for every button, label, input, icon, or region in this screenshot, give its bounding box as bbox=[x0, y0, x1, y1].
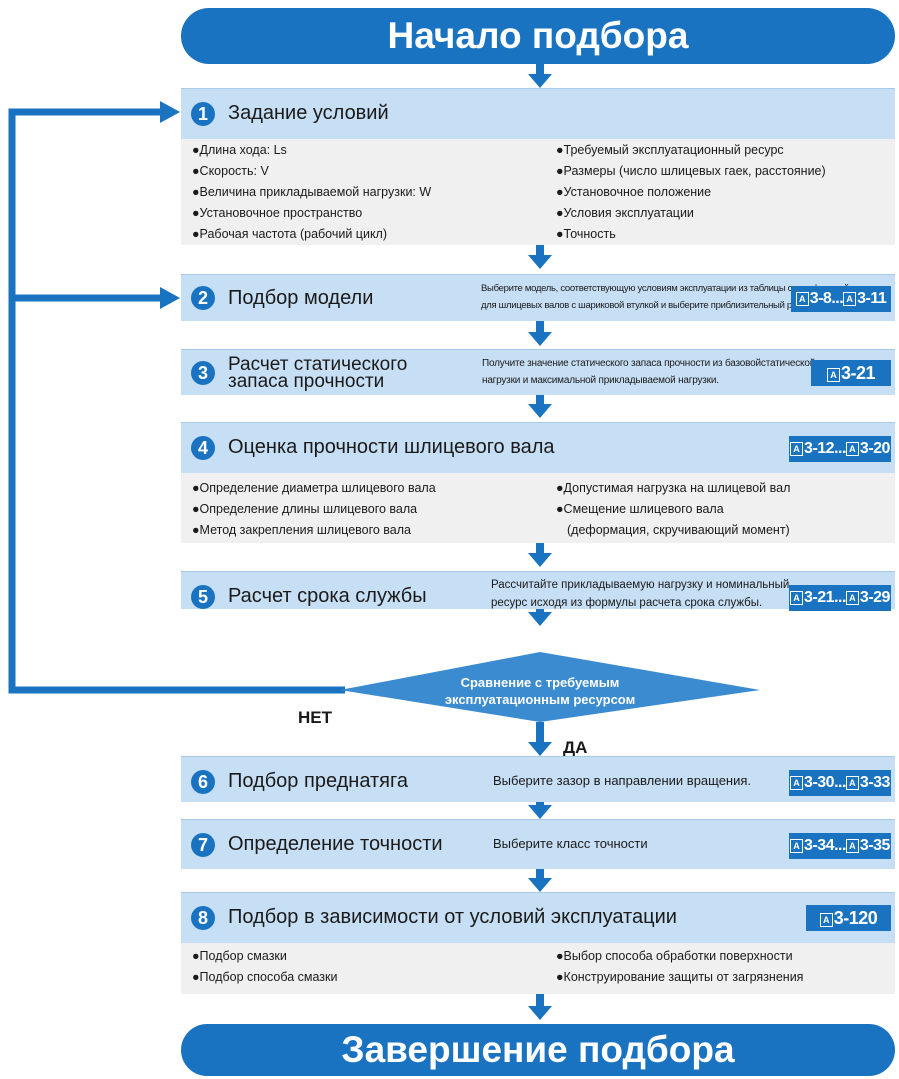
step-4-checks: ●Определение диаметра шлицевого вала ●Оп… bbox=[181, 473, 895, 543]
step-number: 7 bbox=[191, 833, 215, 857]
step-title: Оценка прочности шлицевого вала bbox=[228, 436, 555, 458]
step-number: 6 bbox=[191, 770, 215, 794]
step-description: Выберите зазор в направлении вращения. bbox=[493, 773, 752, 788]
list-item: ●Точность bbox=[556, 227, 616, 241]
step-5-header: 5 Расчет срока службы Рассчитайте прикла… bbox=[181, 571, 895, 611]
step-title: Определение точности bbox=[228, 833, 443, 855]
list-item: ●Выбор способа обработки поверхности bbox=[556, 949, 793, 963]
start-terminal: Начало подбора bbox=[181, 8, 895, 64]
list-item: ●Установочное пространство bbox=[192, 206, 363, 220]
step-number: 5 bbox=[191, 585, 215, 609]
step-6-header: 6 Подбор преднатяга Выберите зазор в нап… bbox=[181, 756, 895, 802]
list-item: ●Метод закрепления шлицевого вала bbox=[192, 523, 412, 537]
step-title: Подбор преднатяга bbox=[228, 770, 408, 792]
list-item: ●Смещение шлицевого вала bbox=[556, 502, 724, 516]
list-item: ●Конструирование защиты от загрязнения bbox=[556, 970, 804, 984]
list-item: ●Подбор способа смазки bbox=[192, 970, 338, 984]
step-description: Выберите модель, соответствующую условия… bbox=[481, 283, 849, 311]
step-description: Выберите класс точности bbox=[493, 836, 648, 851]
step-title: Подбор в зависимости от условий эксплуат… bbox=[228, 906, 677, 928]
step-2-header: 2 Подбор модели Выберите модель, соответ… bbox=[181, 274, 895, 321]
step-title: Подбор модели bbox=[228, 287, 374, 309]
step-number: 8 bbox=[191, 906, 215, 930]
step-7-header: 7 Определение точности Выберите класс то… bbox=[181, 819, 895, 869]
step-number: 1 bbox=[191, 102, 215, 126]
step-title: Расчет срока службы bbox=[228, 585, 427, 607]
list-item: ●Скорость: V bbox=[192, 164, 269, 178]
step-1-conditions: ●Длина хода: Ls ●Скорость: V ●Величина п… bbox=[181, 139, 895, 245]
feedback-loop bbox=[8, 101, 345, 694]
step-description: Получите значение статического запаса пр… bbox=[482, 358, 816, 386]
list-item: (деформация, скручивающий момент) bbox=[567, 523, 790, 537]
list-item: ●Определение длины шлицевого вала bbox=[192, 502, 418, 516]
list-item: ●Размеры (число шлицевых гаек, расстояни… bbox=[556, 164, 826, 178]
list-item: ●Допустимая нагрузка на шлицевой вал bbox=[556, 481, 791, 495]
decision-diamond bbox=[340, 652, 760, 722]
step-description: Рассчитайте прикладываемую нагрузку и но… bbox=[491, 579, 790, 609]
no-label: НЕТ bbox=[298, 708, 332, 727]
step-1-header: 1 Задание условий bbox=[181, 88, 895, 139]
step-number: 2 bbox=[191, 286, 215, 310]
yes-label: ДА bbox=[563, 738, 588, 757]
list-item: ●Условия эксплуатации bbox=[556, 206, 694, 220]
list-item: ●Длина хода: Ls bbox=[192, 143, 287, 157]
down-arrows bbox=[528, 64, 552, 1020]
step-title: Задание условий bbox=[228, 102, 389, 124]
step-8-header: 8 Подбор в зависимости от условий эксплу… bbox=[181, 892, 895, 943]
list-item: ●Определение диаметра шлицевого вала bbox=[192, 481, 436, 495]
list-item: ●Величина прикладываемой нагрузки: W bbox=[192, 185, 432, 199]
step-number: 3 bbox=[191, 361, 215, 385]
list-item: ●Установочное положение bbox=[556, 185, 712, 199]
list-item: ●Рабочая частота (рабочий цикл) bbox=[192, 227, 388, 241]
list-item: ●Подбор смазки bbox=[192, 949, 287, 963]
list-item: ●Требуемый эксплуатационный ресурс bbox=[556, 143, 784, 157]
step-number: 4 bbox=[191, 436, 215, 460]
step-8-conditions: ●Подбор смазки ●Подбор способа смазки ●В… bbox=[181, 943, 895, 994]
end-terminal: Завершение подбора bbox=[181, 1024, 895, 1076]
